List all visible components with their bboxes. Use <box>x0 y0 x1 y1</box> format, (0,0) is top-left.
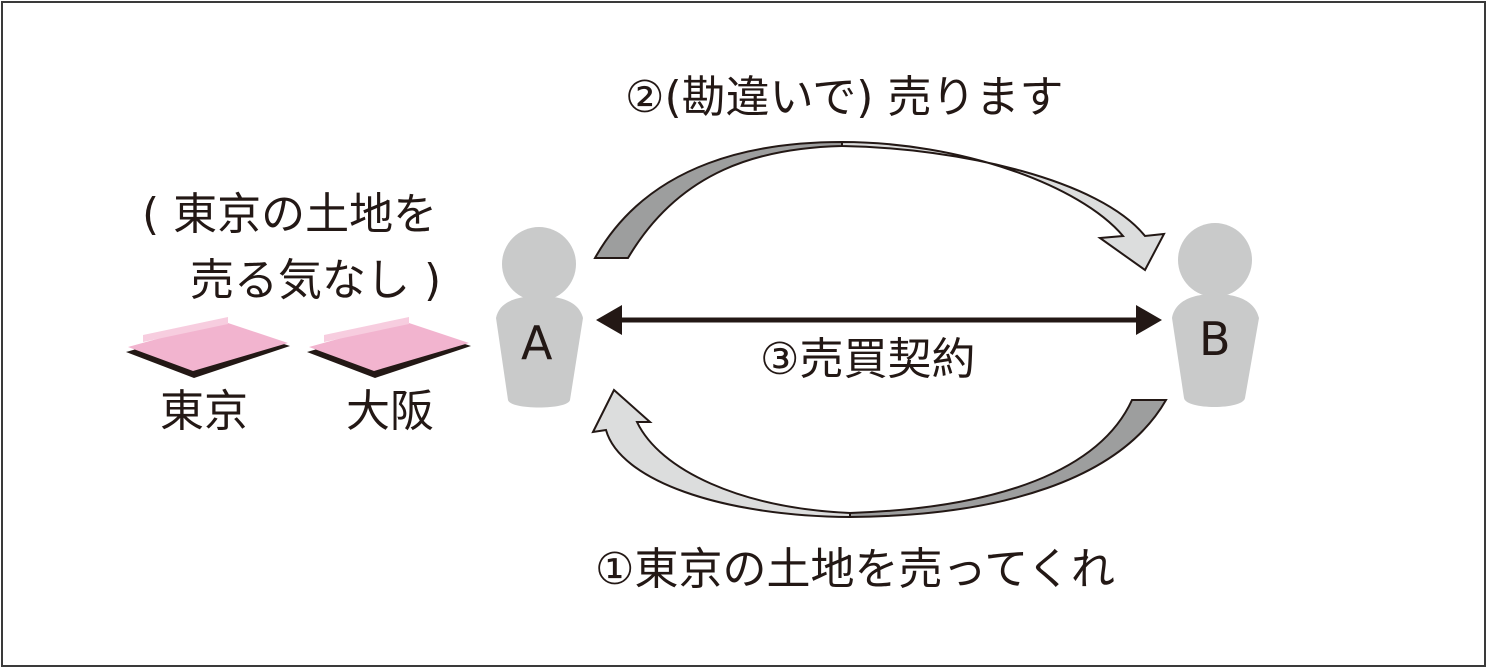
arrow-top-a-to-b <box>593 140 1166 272</box>
arrow-bottom-b-to-a <box>591 388 1168 519</box>
person-b-icon <box>1172 223 1259 407</box>
arrow-label-contract: ③売買契約 <box>760 334 976 385</box>
arrow-top-head <box>841 140 1166 272</box>
person-a-label: A <box>521 316 553 370</box>
note-line-1: ( 東京の土地を <box>142 189 438 240</box>
arrow-bottom-head <box>591 388 851 519</box>
arrow-label-request: ①東京の土地を売ってくれ <box>595 544 1115 595</box>
person-b-label: B <box>1199 312 1231 366</box>
land-label-tokyo: 東京 <box>160 386 248 437</box>
arrow-bottom-tail <box>849 399 1168 519</box>
note-line-2: 売る気なし ) <box>190 255 442 306</box>
land-osaka-icon <box>307 317 471 378</box>
arrow-head-right-icon <box>1136 305 1162 335</box>
land-tokyo-icon <box>126 317 290 378</box>
person-a-icon <box>496 227 583 408</box>
arrow-label-sell: ②(勘違いで) 売ります <box>625 72 1064 123</box>
arrow-contract-double <box>596 305 1162 335</box>
land-label-osaka: 大阪 <box>346 386 434 437</box>
arrow-head-left-icon <box>596 305 622 335</box>
arrow-top-tail <box>593 140 843 259</box>
